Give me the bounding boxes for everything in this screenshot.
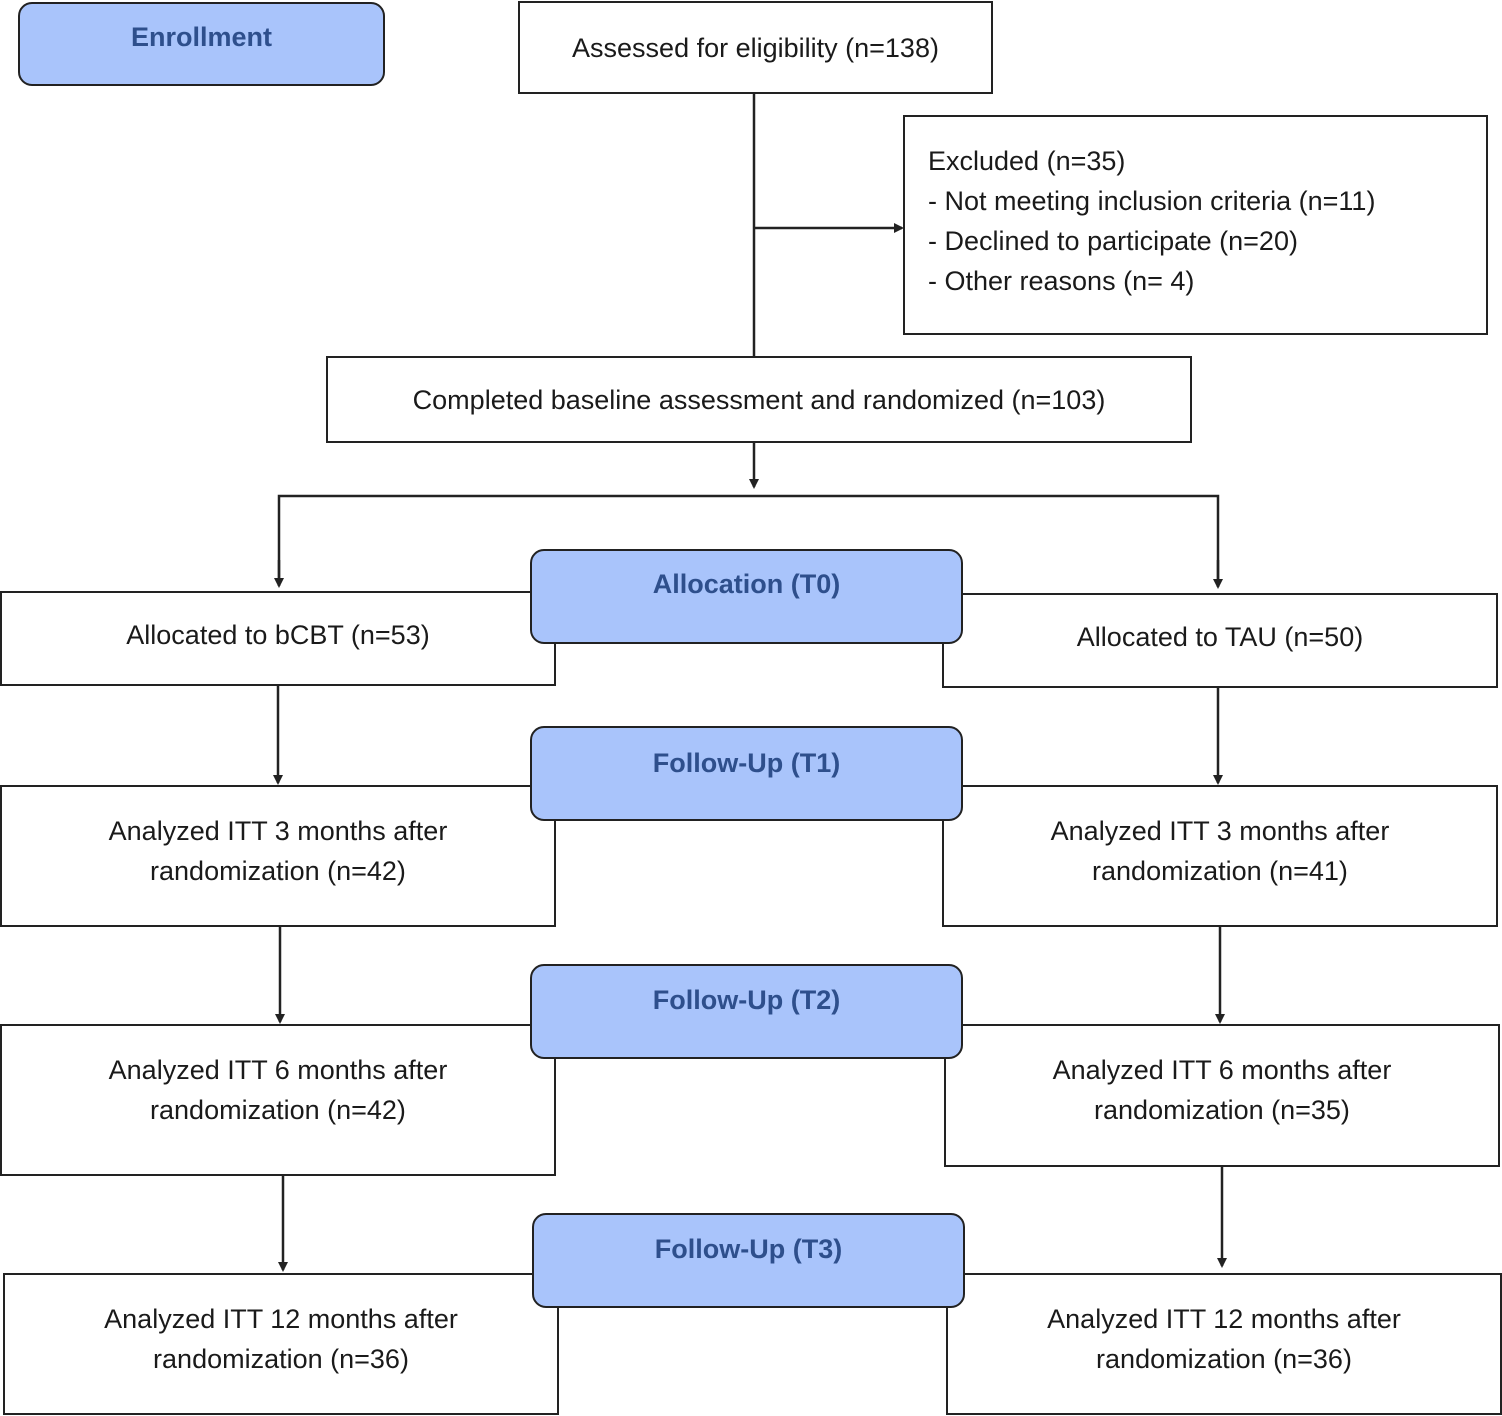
tau-t2-box: Analyzed ITT 6 months after randomizatio…: [944, 1024, 1500, 1167]
tau-t1-line: randomization (n=41): [1092, 856, 1348, 886]
split-line: [277, 494, 1220, 584]
excluded-reason: - Declined to participate (n=20): [928, 226, 1298, 256]
stage-enrollment: Enrollment: [18, 2, 385, 86]
bcbt-t3-line: Analyzed ITT 12 months after: [104, 1304, 458, 1334]
tau-allocated-label: Allocated to TAU (n=50): [1076, 621, 1364, 652]
stage-allocation-label: Allocation (T0): [652, 569, 841, 599]
tau-t3-line: randomization (n=36): [1096, 1344, 1352, 1374]
excluded-box: Excluded (n=35) - Not meeting inclusion …: [903, 115, 1488, 335]
randomized-label: Completed baseline assessment and random…: [412, 384, 1106, 415]
assessed-box: Assessed for eligibility (n=138): [518, 1, 993, 94]
bcbt-allocated-label: Allocated to bCBT (n=53): [126, 619, 430, 650]
tau-t3-line: Analyzed ITT 12 months after: [1047, 1304, 1401, 1334]
excluded-reason: - Not meeting inclusion criteria (n=11): [928, 186, 1376, 216]
stage-t3-label: Follow-Up (T3): [654, 1234, 843, 1264]
stage-t2-label: Follow-Up (T2): [652, 985, 841, 1015]
bcbt-allocated-box: Allocated to bCBT (n=53): [0, 591, 556, 686]
tau-t2-line: Analyzed ITT 6 months after: [1052, 1055, 1392, 1085]
stage-followup-t1: Follow-Up (T1): [530, 726, 963, 821]
bcbt-t1-line: randomization (n=42): [150, 856, 406, 886]
randomized-box: Completed baseline assessment and random…: [326, 356, 1192, 443]
assessed-label: Assessed for eligibility (n=138): [572, 32, 939, 63]
bcbt-t2-box: Analyzed ITT 6 months after randomizatio…: [0, 1024, 556, 1176]
bcbt-t1-line: Analyzed ITT 3 months after: [108, 816, 448, 846]
tau-t1-line: Analyzed ITT 3 months after: [1050, 816, 1390, 846]
bcbt-t3-box: Analyzed ITT 12 months after randomizati…: [3, 1273, 559, 1415]
excluded-reason: - Other reasons (n= 4): [928, 266, 1195, 296]
stage-followup-t3: Follow-Up (T3): [532, 1213, 965, 1308]
bcbt-t2-line: Analyzed ITT 6 months after: [108, 1055, 448, 1085]
bcbt-t3-line: randomization (n=36): [153, 1344, 409, 1374]
stage-followup-t2: Follow-Up (T2): [530, 964, 963, 1059]
tau-t3-box: Analyzed ITT 12 months after randomizati…: [946, 1273, 1502, 1415]
stage-enrollment-label: Enrollment: [130, 22, 272, 52]
stage-t1-label: Follow-Up (T1): [652, 748, 841, 778]
tau-t1-box: Analyzed ITT 3 months after randomizatio…: [942, 785, 1498, 927]
excluded-title: Excluded (n=35): [928, 146, 1126, 176]
bcbt-t2-line: randomization (n=42): [150, 1095, 406, 1125]
stage-allocation: Allocation (T0): [530, 549, 963, 644]
bcbt-t1-box: Analyzed ITT 3 months after randomizatio…: [0, 785, 556, 927]
tau-allocated-box: Allocated to TAU (n=50): [942, 593, 1498, 688]
tau-t2-line: randomization (n=35): [1094, 1095, 1350, 1125]
